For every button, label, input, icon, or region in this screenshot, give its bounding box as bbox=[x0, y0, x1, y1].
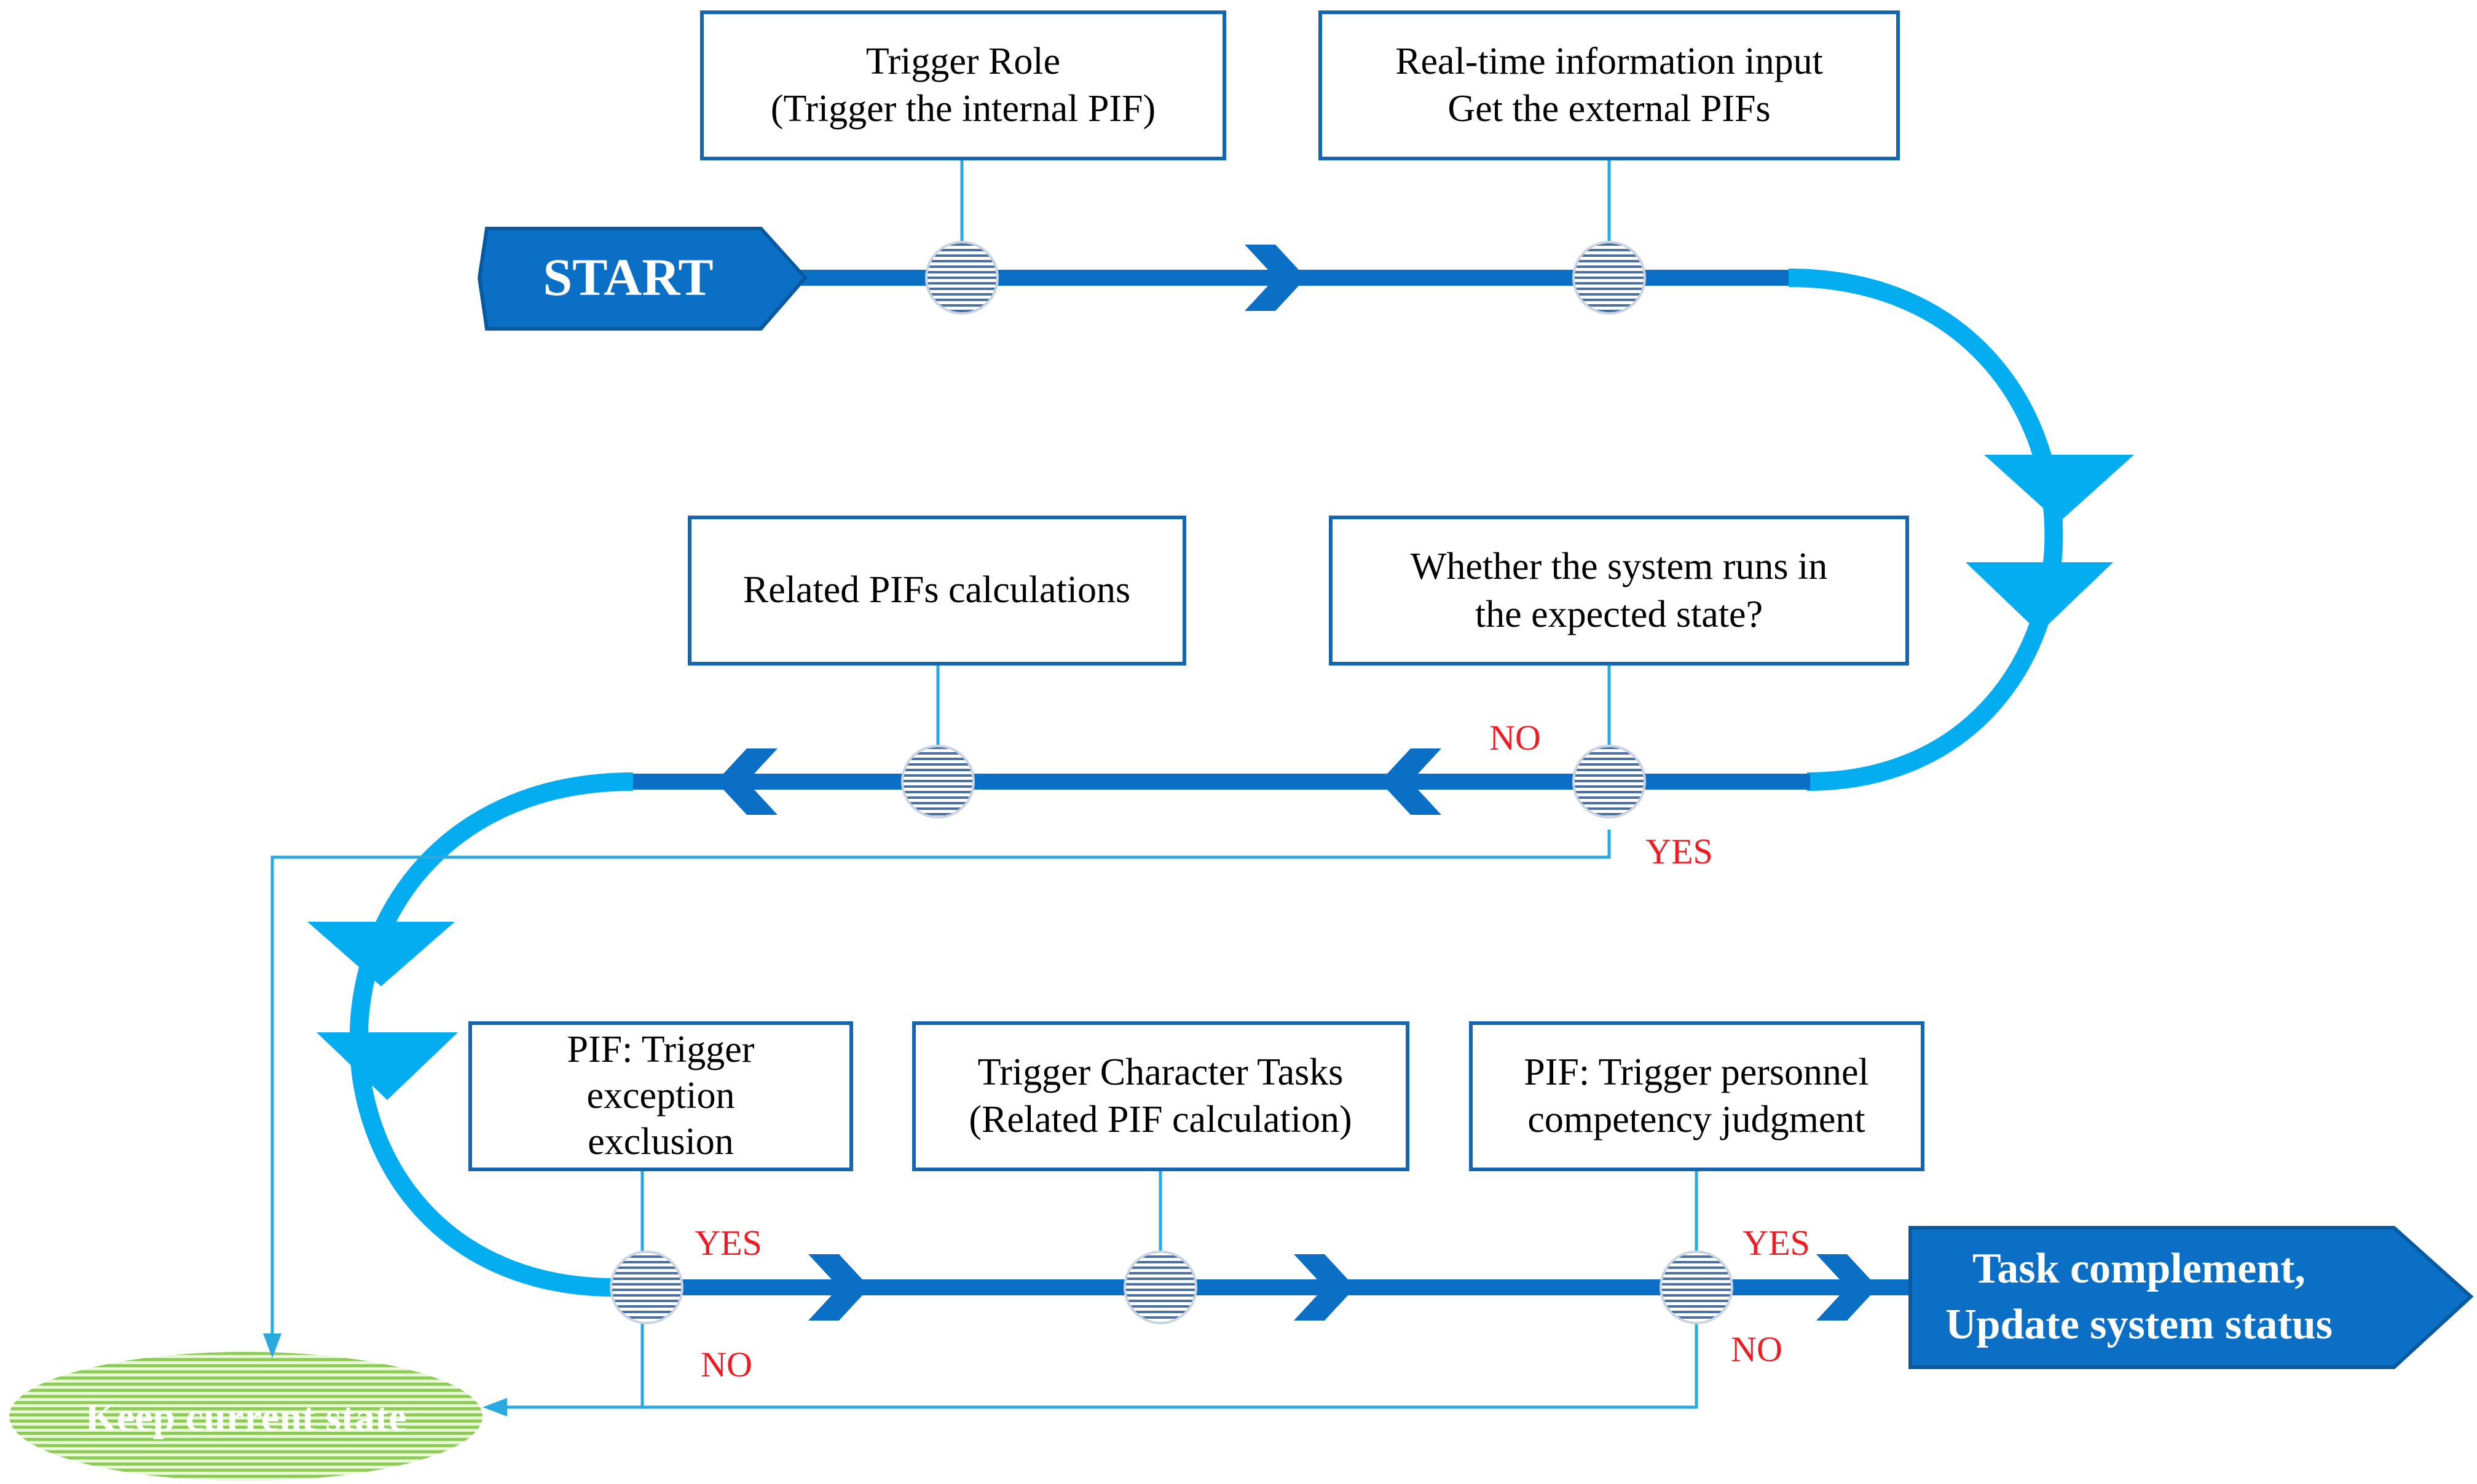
box-exception-exclusion-line3: exclusion bbox=[588, 1121, 734, 1163]
chevron-right-top bbox=[1245, 245, 1306, 311]
chevron-left-middle-1 bbox=[1380, 748, 1441, 815]
chevron-right-bottom-1 bbox=[808, 1254, 870, 1321]
keep-current-state-ellipse bbox=[9, 1352, 482, 1481]
start-label: START bbox=[543, 248, 713, 307]
curve-right bbox=[1788, 269, 2063, 791]
box-exception-exclusion-line2: exception bbox=[586, 1075, 734, 1117]
box-related-pifs: Related PIFs calculations bbox=[688, 516, 1186, 665]
down-arrow-left-2 bbox=[317, 1032, 458, 1100]
box-realtime-input: Real-time information input Get the exte… bbox=[1318, 10, 1900, 160]
box-whether-expected-line2: the expected state? bbox=[1475, 594, 1763, 635]
yes-feedback-arrowhead bbox=[263, 1333, 282, 1358]
box-realtime-input-line2: Get the external PIFs bbox=[1447, 88, 1770, 130]
box-character-tasks-line1: Trigger Character Tasks bbox=[978, 1051, 1344, 1093]
yes-feedback-line bbox=[270, 830, 1611, 1349]
box-exception-exclusion-line1: PIF: Trigger bbox=[567, 1029, 755, 1070]
label-no-expected: NO bbox=[1489, 718, 1541, 758]
node-character-tasks bbox=[1124, 1250, 1197, 1324]
box-character-tasks-line2: (Related PIF calculation) bbox=[969, 1099, 1352, 1140]
node-whether-expected bbox=[1572, 745, 1646, 819]
label-yes-competency: YES bbox=[1743, 1223, 1810, 1263]
node-related-pifs bbox=[901, 745, 975, 819]
box-trigger-role: Trigger Role (Trigger the internal PIF) bbox=[700, 10, 1226, 160]
node-trigger-role bbox=[925, 241, 999, 315]
box-whether-expected: Whether the system runs in the expected … bbox=[1329, 516, 1909, 665]
chevron-right-bottom-3 bbox=[1816, 1254, 1878, 1321]
chevron-left-middle-2 bbox=[716, 748, 778, 815]
no-feedback-arrowhead bbox=[482, 1398, 507, 1416]
box-character-tasks: Trigger Character Tasks (Related PIF cal… bbox=[912, 1021, 1409, 1171]
box-competency-line1: PIF: Trigger personnel bbox=[1524, 1051, 1869, 1093]
label-no-exception: NO bbox=[701, 1345, 752, 1384]
node-realtime-input bbox=[1572, 241, 1646, 315]
down-arrow-right-2 bbox=[1966, 562, 2113, 633]
label-yes-expected: YES bbox=[1645, 831, 1713, 871]
chevron-right-bottom-2 bbox=[1294, 1254, 1355, 1321]
box-competency: PIF: Trigger personnel competency judgme… bbox=[1469, 1021, 1924, 1171]
box-realtime-input-line1: Real-time information input bbox=[1395, 41, 1823, 82]
node-exception-exclusion bbox=[610, 1250, 683, 1324]
box-exception-exclusion: PIF: Trigger exception exclusion bbox=[468, 1021, 853, 1171]
box-competency-line2: competency judgment bbox=[1527, 1099, 1865, 1140]
box-whether-expected-line1: Whether the system runs in bbox=[1411, 546, 1827, 587]
end-label-line1: Task complement, bbox=[1972, 1245, 2306, 1292]
node-competency bbox=[1660, 1250, 1733, 1324]
down-arrow-right-1 bbox=[1984, 455, 2134, 522]
box-related-pifs-line1: Related PIFs calculations bbox=[743, 569, 1130, 611]
keep-current-state-label: Keep current state bbox=[85, 1395, 407, 1440]
end-label-line2: Update system status bbox=[1945, 1301, 2333, 1348]
no-competency-line bbox=[492, 1315, 1698, 1409]
box-trigger-role-line2: (Trigger the internal PIF) bbox=[771, 88, 1156, 130]
box-trigger-role-line1: Trigger Role bbox=[866, 41, 1060, 82]
down-arrow-left-1 bbox=[307, 922, 455, 986]
label-yes-exception: YES bbox=[695, 1223, 762, 1263]
end-arrow bbox=[1908, 1226, 2474, 1369]
label-no-competency: NO bbox=[1731, 1329, 1782, 1369]
start-arrow bbox=[477, 227, 808, 331]
